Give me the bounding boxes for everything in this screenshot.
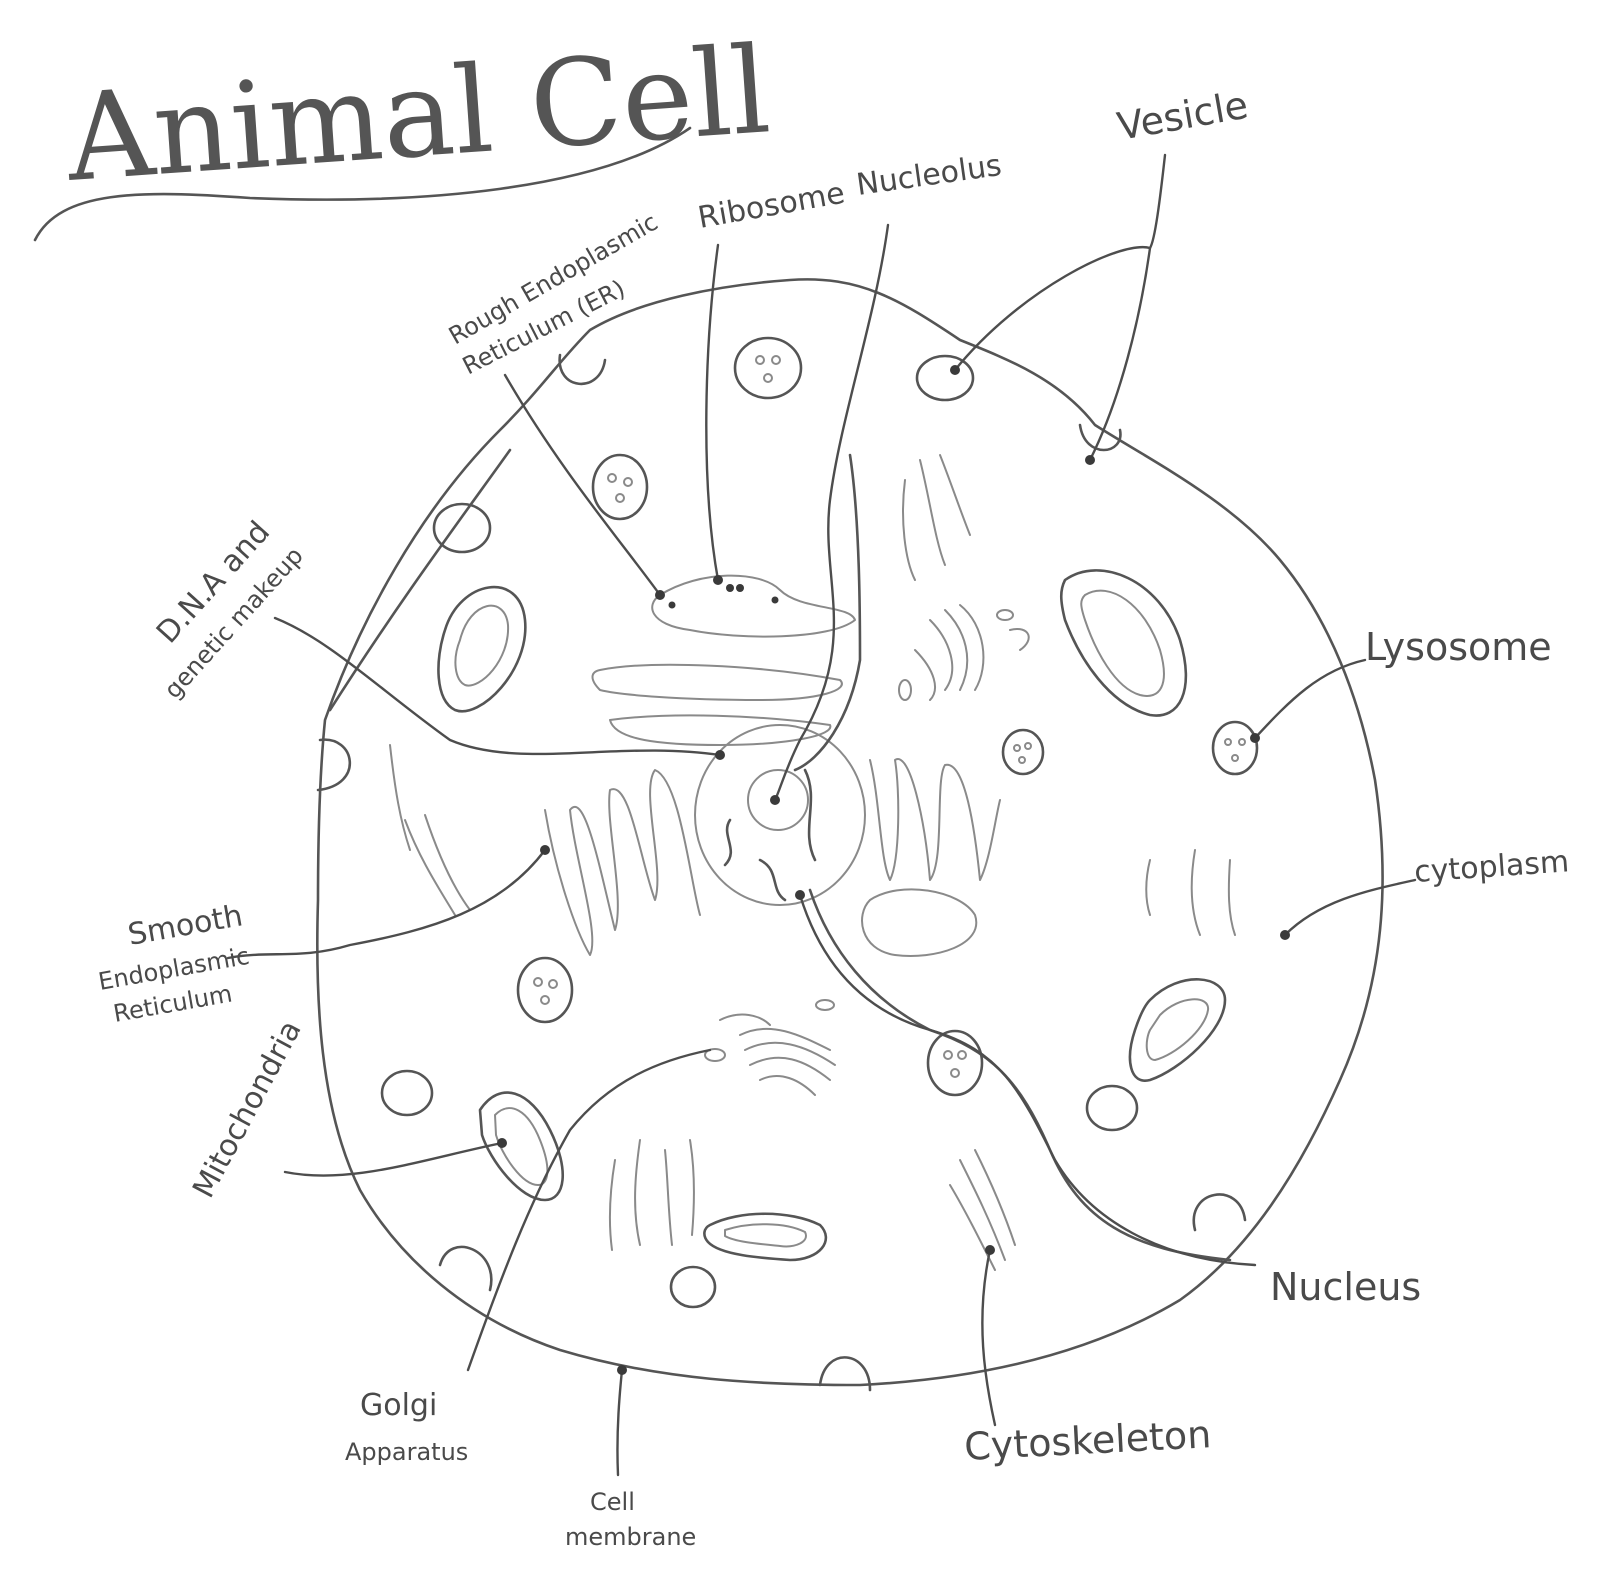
lysosome-5 bbox=[516, 956, 574, 1024]
membrane-pocket-lowleft bbox=[438, 1245, 493, 1292]
vesicle-top bbox=[915, 354, 975, 402]
rough-er-fold-2 bbox=[591, 663, 843, 701]
membrane-pocket-top bbox=[558, 353, 607, 386]
mitochondrion-2 bbox=[1059, 569, 1188, 717]
leader-cell-membrane bbox=[616, 1368, 624, 1477]
smooth-er-right bbox=[861, 758, 1001, 957]
label-cytoskeleton: Cytoskeleton bbox=[963, 1412, 1212, 1469]
golgi-vesicle-4 bbox=[815, 999, 835, 1011]
leader-nucleolus bbox=[773, 223, 890, 802]
rough-er bbox=[591, 574, 856, 746]
membrane-pocket-bottom bbox=[818, 1356, 872, 1392]
label-golgi-line1: Golgi bbox=[360, 1388, 437, 1423]
golgi-body-lower bbox=[704, 999, 836, 1096]
labels: Rough Endoplasmic Reticulum (ER) Ribosom… bbox=[96, 83, 1570, 1551]
rough-er-fold-1 bbox=[651, 574, 856, 638]
label-cell-membrane-line1: Cell bbox=[590, 1488, 635, 1516]
leader-lines bbox=[226, 153, 1417, 1477]
leader-nucleus bbox=[798, 893, 1257, 1267]
membrane-pocket-right bbox=[1078, 423, 1122, 452]
mitochondrion-3 bbox=[1128, 978, 1227, 1082]
label-cell-membrane-line2: membrane bbox=[565, 1523, 696, 1551]
cell-membrane-outline bbox=[315, 278, 1384, 1387]
title: Animal Cell bbox=[61, 21, 774, 209]
vesicle-bottom bbox=[669, 1265, 717, 1309]
golgi-vesicle-3 bbox=[704, 1048, 726, 1062]
ribosome-dot-2 bbox=[736, 584, 744, 592]
golgi-stack-lower bbox=[719, 1013, 836, 1096]
lysosome-3 bbox=[1001, 728, 1045, 776]
mitochondrion-1 bbox=[437, 585, 527, 713]
vesicle-lowleft bbox=[380, 1069, 434, 1117]
vesicle-lowright bbox=[1085, 1084, 1139, 1132]
leader-mitochondria bbox=[283, 1141, 504, 1177]
ribosome-dot-1 bbox=[726, 584, 734, 592]
smooth-er-folds-right bbox=[869, 758, 1001, 881]
rough-er-fold-3 bbox=[609, 714, 832, 746]
title-group: Animal Cell bbox=[33, 21, 774, 242]
smooth-er-loop bbox=[861, 888, 978, 957]
label-mitochondria: Mitochondria bbox=[186, 1015, 309, 1204]
lysosome-4 bbox=[1211, 720, 1259, 776]
label-cytoplasm: cytoplasm bbox=[1413, 844, 1570, 890]
golgi-body-upper bbox=[898, 604, 1030, 701]
lysosome-6 bbox=[926, 1029, 984, 1097]
nucleolus-shape bbox=[747, 769, 809, 831]
chromatin bbox=[723, 768, 817, 902]
mitochondrion-4 bbox=[478, 1091, 564, 1202]
mitochondria-group bbox=[437, 569, 1227, 1262]
golgi-stack-upper bbox=[914, 604, 1030, 701]
membrane-pocket-left bbox=[316, 738, 352, 792]
label-lysosome: Lysosome bbox=[1365, 625, 1552, 669]
smooth-er-folds-left bbox=[544, 769, 701, 956]
lysosome-2 bbox=[591, 453, 649, 521]
mitochondrion-5 bbox=[703, 1212, 828, 1262]
leader-vesicle-a bbox=[953, 153, 1167, 372]
leader-lysosome bbox=[1253, 658, 1367, 740]
golgi-vesicle-1 bbox=[898, 679, 912, 701]
leader-cytoskeleton bbox=[981, 1248, 997, 1427]
leader-rough-er bbox=[503, 373, 662, 597]
nucleus-envelope bbox=[694, 724, 866, 906]
leader-cytoplasm bbox=[1283, 878, 1417, 937]
cytoskeleton-filaments bbox=[389, 454, 1236, 1271]
label-nucleolus: Nucleolus bbox=[854, 148, 1004, 203]
label-nucleus: Nucleus bbox=[1270, 1265, 1421, 1309]
leader-smooth-er bbox=[226, 848, 547, 960]
smooth-er-left bbox=[544, 769, 701, 956]
label-ribosome: Ribosome bbox=[695, 176, 847, 236]
leader-ribosome bbox=[705, 243, 720, 582]
nucleus bbox=[694, 724, 866, 906]
label-vesicle: Vesicle bbox=[1114, 83, 1251, 149]
leader-vesicle-b bbox=[1088, 246, 1152, 462]
title-underline bbox=[33, 126, 692, 242]
ribosome-dot-3 bbox=[771, 596, 779, 604]
leader-dna bbox=[273, 616, 722, 757]
membrane-pocket-lowright bbox=[1192, 1193, 1247, 1232]
ribosome-dot-4 bbox=[668, 601, 676, 609]
vesicle-left bbox=[432, 502, 492, 554]
label-golgi-line2: Apparatus bbox=[345, 1438, 468, 1466]
leader-golgi bbox=[466, 1048, 712, 1372]
lysosome-1 bbox=[733, 336, 803, 400]
golgi-vesicle-2 bbox=[996, 609, 1014, 621]
vesicles-group bbox=[380, 336, 1259, 1309]
